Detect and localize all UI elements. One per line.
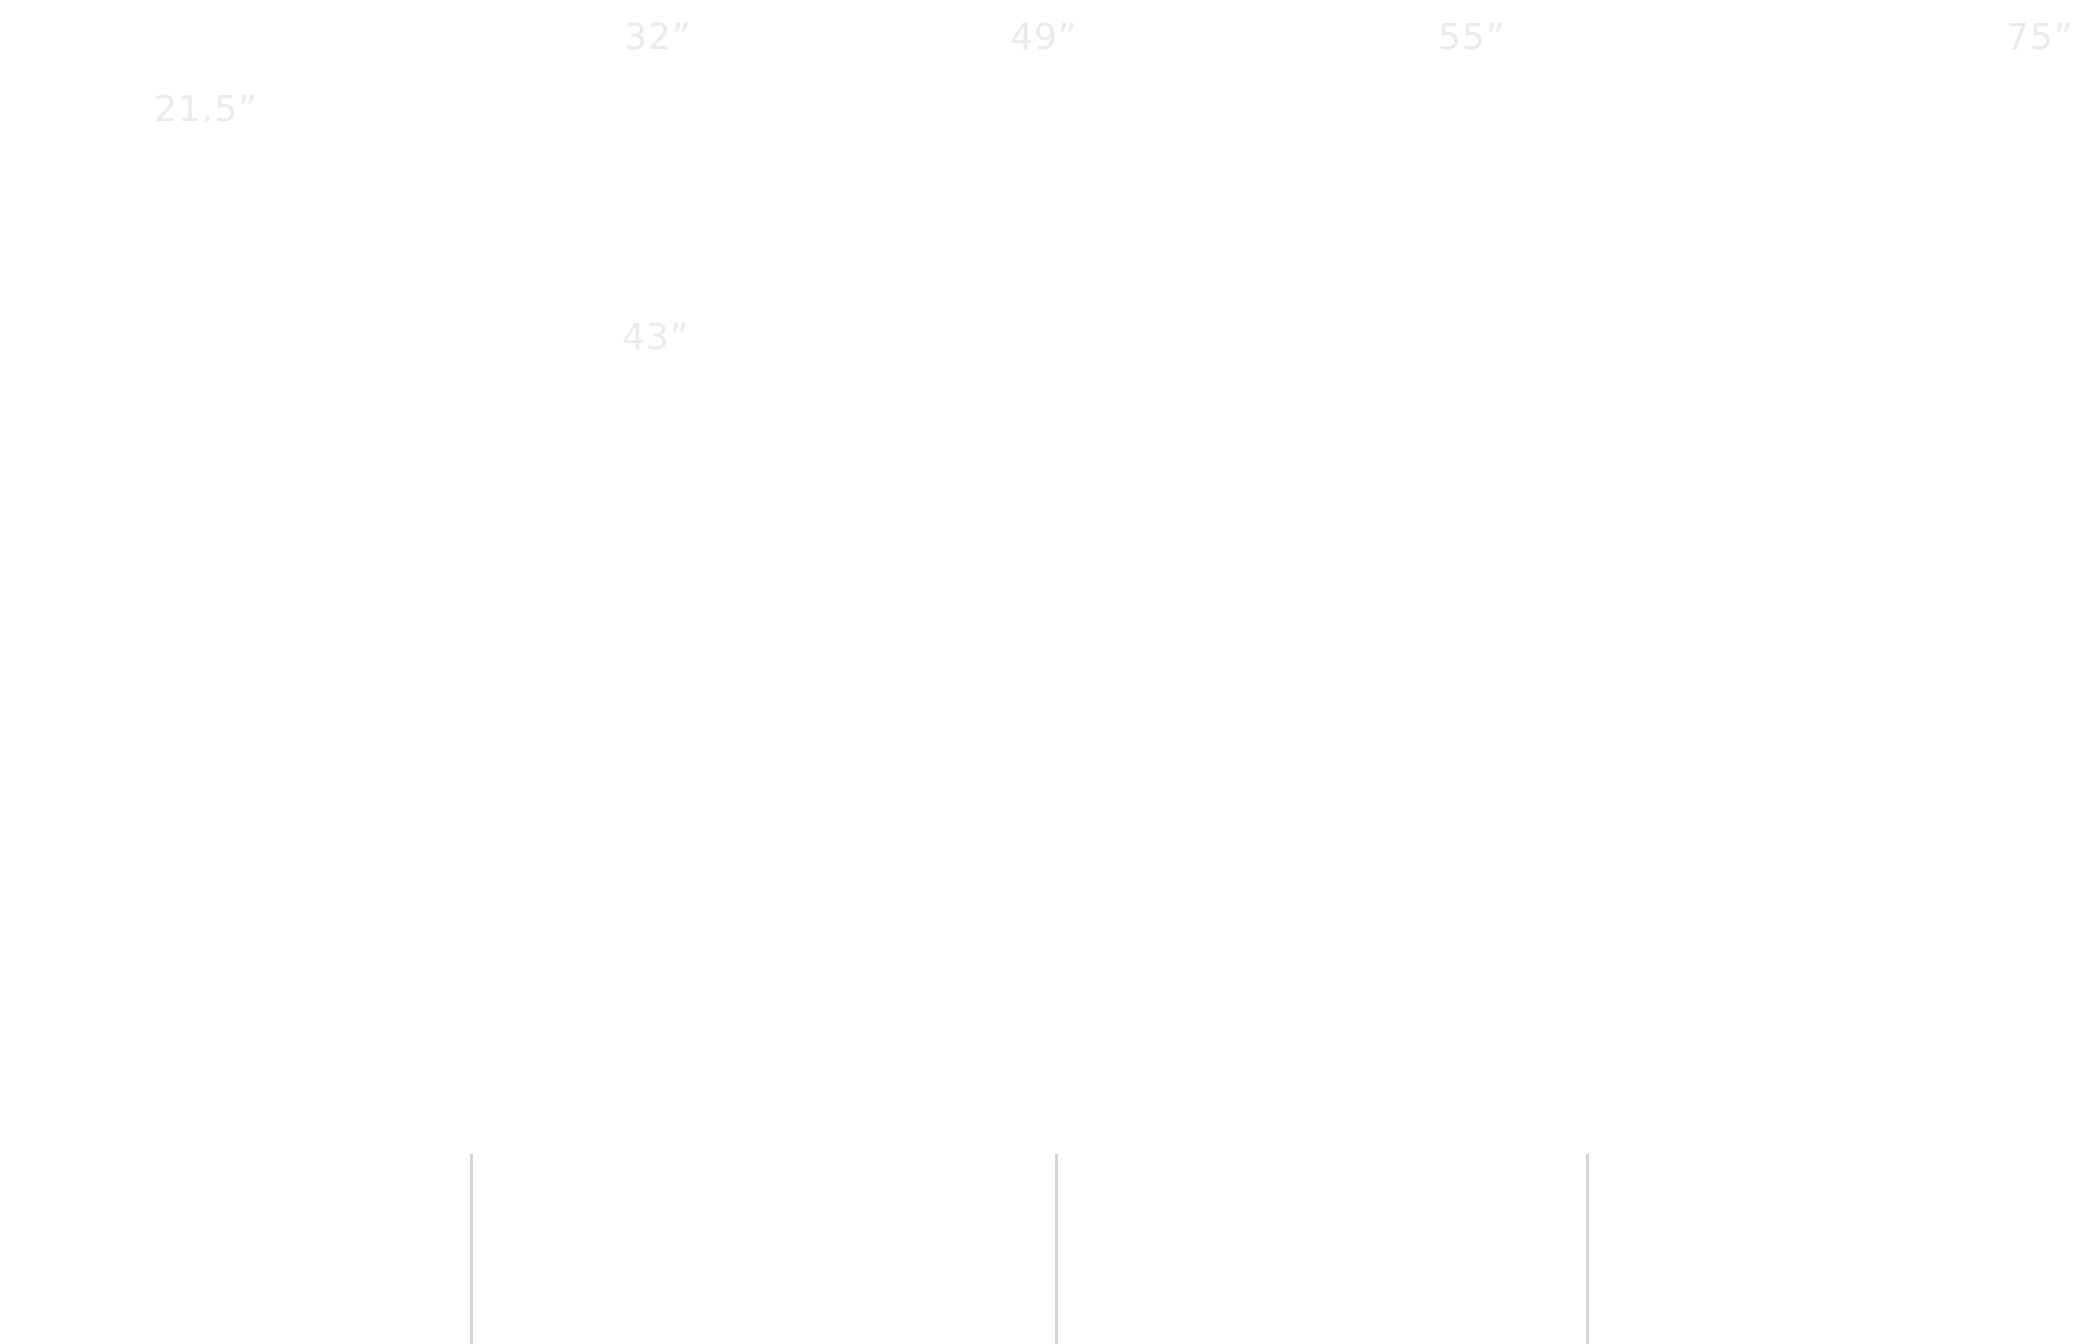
size-label-49: 49”	[1010, 17, 1078, 58]
size-label-55: 55”	[1438, 17, 1506, 58]
divider-line-3	[1586, 1154, 1589, 1344]
size-label-21-5: 21.5”	[154, 89, 258, 130]
divider-line-1	[470, 1154, 473, 1344]
size-label-75: 75”	[2006, 17, 2074, 58]
size-label-32: 32”	[624, 17, 692, 58]
divider-line-2	[1055, 1154, 1058, 1344]
size-label-43: 43”	[622, 317, 690, 358]
